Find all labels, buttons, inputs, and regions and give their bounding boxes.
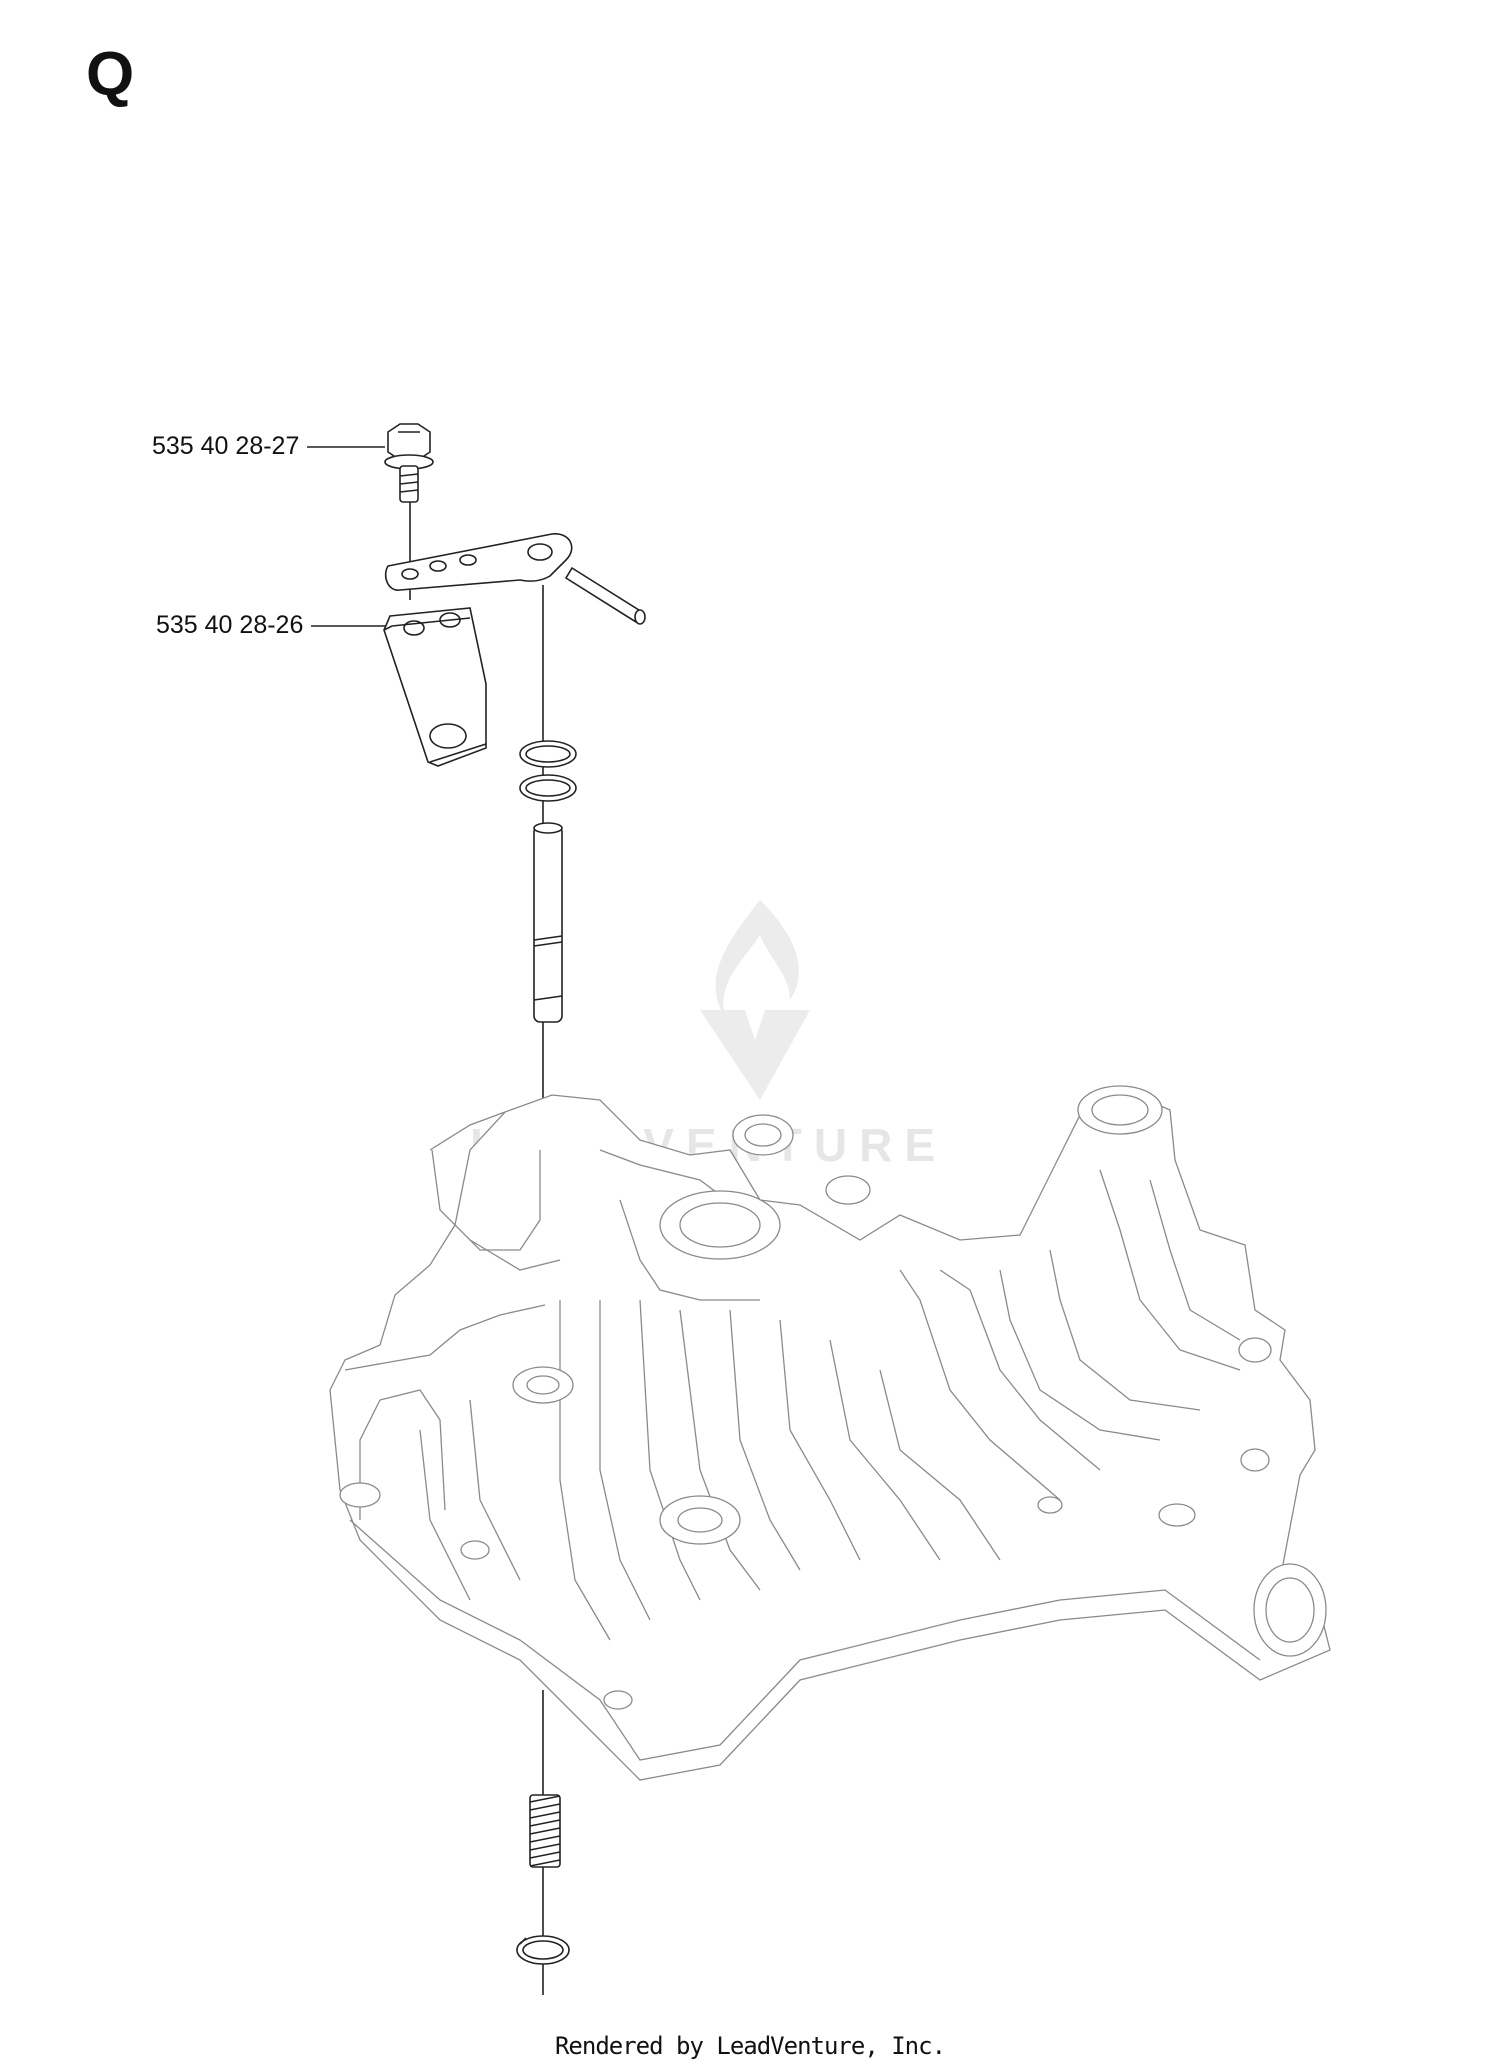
- transmission-housing: [329, 1085, 1331, 1781]
- lever-arm-part: [384, 533, 646, 625]
- watermark-logo: [700, 900, 810, 1100]
- callout-bracket-part-number: 535 40 28-26: [156, 611, 304, 639]
- spring-part: [529, 1794, 561, 1868]
- bolt-part: [384, 423, 434, 503]
- page-letter: Q: [86, 40, 135, 109]
- o-ring-upper: [519, 740, 577, 768]
- bracket-part: [383, 607, 487, 767]
- retaining-ring-part: [516, 1935, 570, 1965]
- footer-credit: Rendered by LeadVenture, Inc.: [554, 2032, 946, 2060]
- o-ring-lower: [519, 774, 577, 802]
- callout-bolt-part-number: 535 40 28-27: [152, 432, 300, 460]
- shaft-part: [533, 822, 563, 1023]
